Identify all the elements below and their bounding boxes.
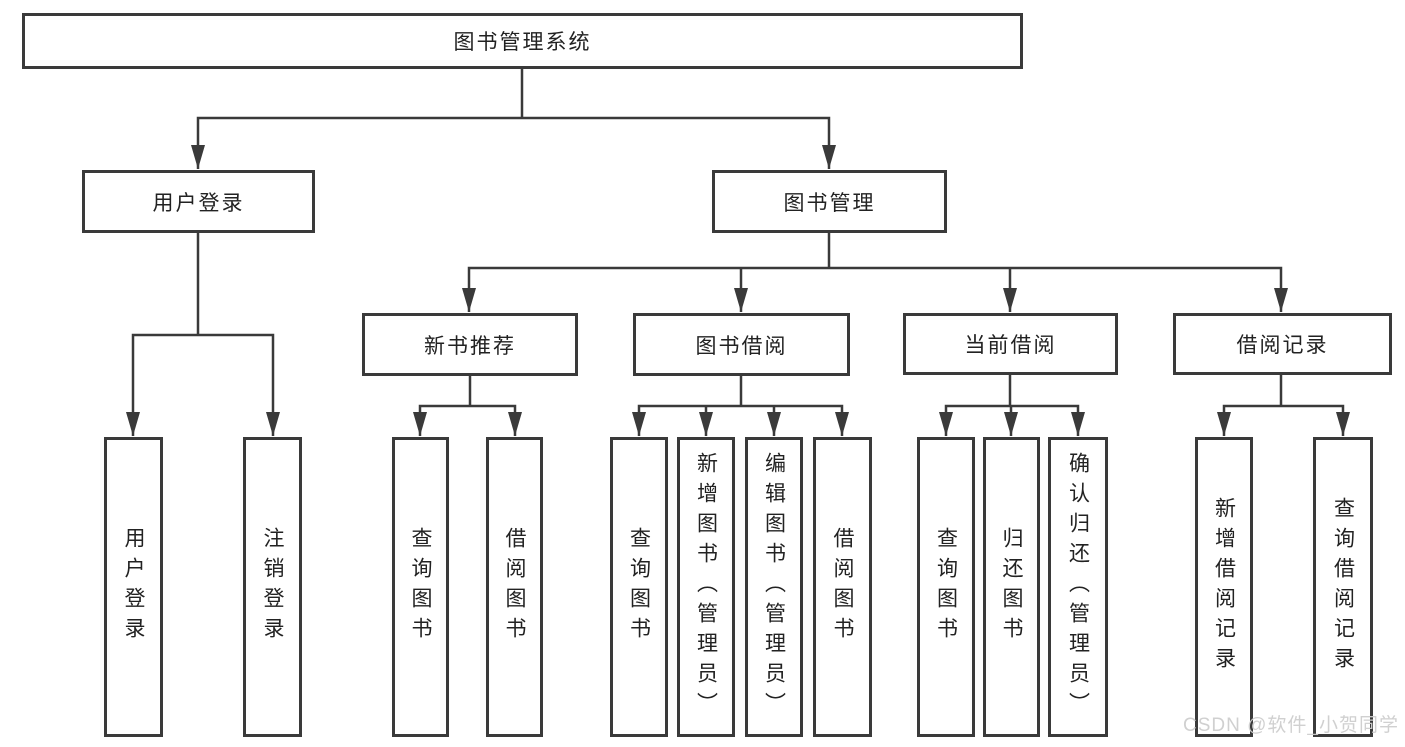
- leaf-query-books-newbook: 查询图书: [392, 437, 449, 737]
- arrowhead: [822, 145, 836, 169]
- node-new-book-recommendation: 新书推荐: [362, 313, 578, 376]
- arrowhead: [1274, 288, 1288, 312]
- arrowhead: [632, 412, 646, 436]
- arrowhead: [508, 412, 522, 436]
- connector-bookmgmt-to-level3: [467, 233, 1283, 312]
- arrowhead: [939, 412, 953, 436]
- node-library-management-system: 图书管理系统: [22, 13, 1023, 69]
- leaf-user-login: 用户登录: [104, 437, 163, 737]
- node-label: 编辑图书（管理员）: [762, 452, 786, 722]
- connector-userlogin-to-leaves: [131, 233, 275, 436]
- leaf-borrow-books-newbook: 借阅图书: [486, 437, 543, 737]
- node-label: 查询图书: [627, 527, 651, 647]
- node-label: 图书管理系统: [453, 31, 592, 54]
- arrowhead: [126, 412, 140, 436]
- node-label: 查询图书: [409, 527, 432, 647]
- arrowhead: [1004, 412, 1018, 436]
- arrowhead: [767, 412, 781, 436]
- csdn-watermark: CSDN @软件_小贺同学: [1183, 715, 1399, 736]
- node-label: 用户登录: [122, 527, 145, 647]
- connector-newbook-to-leaves: [418, 376, 517, 436]
- arrowhead: [1217, 412, 1231, 436]
- node-user-login: 用户登录: [82, 170, 315, 233]
- arrowheads: [126, 145, 1350, 436]
- leaf-edit-books-admin: 编辑图书（管理员）: [745, 437, 803, 737]
- node-label: 图书管理: [783, 191, 876, 215]
- node-label: 新增借阅记录: [1212, 497, 1236, 677]
- arrowhead: [699, 412, 713, 436]
- leaf-query-borrow-record: 查询借阅记录: [1313, 437, 1373, 737]
- node-label: 借阅记录: [1236, 334, 1329, 357]
- leaf-return-books: 归还图书: [983, 437, 1040, 737]
- node-label: 确认归还（管理员）: [1066, 452, 1090, 722]
- node-book-borrowing: 图书借阅: [633, 313, 850, 376]
- node-label: 查询借阅记录: [1331, 497, 1355, 677]
- node-borrowing-records: 借阅记录: [1173, 313, 1392, 375]
- leaf-query-books-borrow: 查询图书: [610, 437, 668, 737]
- node-label: 当前借阅: [964, 334, 1057, 357]
- leaf-add-borrow-record: 新增借阅记录: [1195, 437, 1253, 737]
- arrowhead: [1071, 412, 1085, 436]
- node-label: 新增图书（管理员）: [694, 452, 718, 722]
- leaf-add-books-admin: 新增图书（管理员）: [677, 437, 735, 737]
- connector-record-to-leaves: [1222, 375, 1345, 436]
- arrowhead: [835, 412, 849, 436]
- arrowhead: [734, 288, 748, 312]
- node-label: 借阅图书: [831, 527, 854, 647]
- node-current-borrowing: 当前借阅: [903, 313, 1118, 375]
- connector-borrow-to-leaves: [637, 376, 844, 436]
- node-label: 图书借阅: [695, 334, 788, 358]
- node-label: 借阅图书: [503, 527, 526, 647]
- node-label: 查询图书: [934, 527, 958, 647]
- node-book-management: 图书管理: [712, 170, 947, 233]
- arrowhead: [413, 412, 427, 436]
- connector-root-to-level2: [196, 69, 831, 169]
- leaf-logout: 注销登录: [243, 437, 302, 737]
- leaf-query-books-current: 查询图书: [917, 437, 975, 737]
- arrowhead: [266, 412, 280, 436]
- arrowhead: [191, 145, 205, 169]
- arrowhead: [1003, 288, 1017, 312]
- node-label: 新书推荐: [424, 334, 516, 358]
- node-label: 归还图书: [1000, 527, 1023, 647]
- arrowhead: [462, 288, 476, 312]
- leaf-borrow-books: 借阅图书: [813, 437, 872, 737]
- arrowhead: [1336, 412, 1350, 436]
- node-label: 用户登录: [152, 191, 245, 215]
- node-label: 注销登录: [261, 527, 284, 647]
- leaf-confirm-return-admin: 确认归还（管理员）: [1048, 437, 1108, 737]
